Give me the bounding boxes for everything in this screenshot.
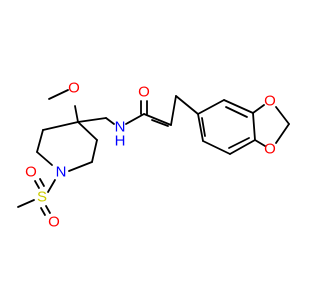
bonds [17,89,290,216]
bond [36,129,44,153]
bond [201,117,206,137]
atom-oxygen-sulfonyl-bottom: O [48,214,60,231]
bond [91,139,98,163]
bond [228,137,250,149]
bond [42,121,79,131]
bond [105,117,115,125]
bond [175,95,199,115]
molecule-diagram: O N H O O O N S O O [17,80,290,231]
atom-oxygen-methoxy: O [68,80,80,97]
bond [68,161,93,172]
atom-oxygen-sulfonyl-top: O [25,164,37,181]
bond [275,106,290,125]
bond [39,178,45,187]
bond [252,112,256,141]
bond [202,140,231,155]
atom-oxygen-dioxole-top: O [264,93,276,110]
atom-nitrogen-piperidine: N [56,164,67,181]
bond [254,139,266,147]
atom-labels: O N H O O O N S O O [25,80,276,231]
bond [170,95,177,126]
bond [77,121,98,141]
structure-canvas: O N H O O O N S O O [17,79,290,231]
bond [125,113,145,125]
atom-nitrogen-amide: N [115,119,126,136]
bond [47,179,56,193]
bond [74,105,79,123]
bond [40,207,46,216]
bond [34,180,40,189]
atom-sulfur: S [37,189,47,206]
bond [17,199,35,208]
atom-hydrogen-amide: H [115,133,126,150]
bond [143,113,172,126]
atom-oxygen-dioxole-bottom: O [264,141,276,158]
bond [229,139,256,155]
atom-oxygen-carbonyl: O [138,84,150,101]
bond [223,99,254,114]
bond [197,113,204,142]
bond [275,123,290,144]
bond [36,151,53,166]
bond [48,89,69,100]
bond [252,104,265,114]
bond [77,117,107,123]
bond [45,205,51,214]
bond [197,99,225,115]
bond [225,106,248,118]
bond [151,119,169,127]
